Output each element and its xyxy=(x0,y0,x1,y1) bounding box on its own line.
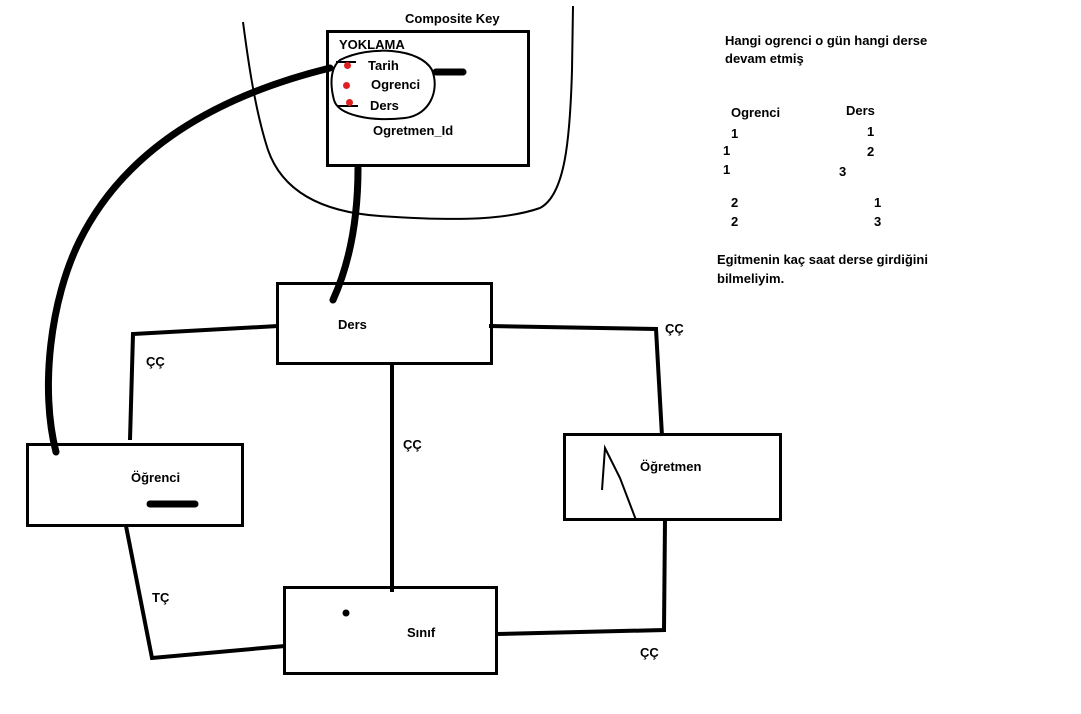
ders-entity xyxy=(276,282,493,365)
table-cell-ders-row5: 3 xyxy=(874,214,882,229)
ders-ogretmen-line xyxy=(488,324,664,437)
sinif-dot xyxy=(342,609,350,617)
table-cell-ogrenci-row3: 1 xyxy=(723,162,731,177)
table-header-ogrenci: Ogrenci xyxy=(731,105,781,120)
note-question-line-2: devam etmiş xyxy=(725,51,804,66)
yoklama-field-ders: Ders xyxy=(370,98,399,113)
ogrenci-ders-line xyxy=(128,324,279,441)
composite-key-label: Composite Key xyxy=(405,11,500,26)
ogretmen-scribble xyxy=(601,444,637,521)
yoklama-title: YOKLAMA xyxy=(339,37,405,52)
key-marker-ders xyxy=(346,99,353,106)
composite-key-circle xyxy=(330,49,436,121)
ogrenci-yoklama-connector xyxy=(44,64,334,456)
key-marker-ogrenci xyxy=(343,82,350,89)
ders-label: Ders xyxy=(338,317,367,332)
relation-label-ogrenci-ders: ÇÇ xyxy=(146,354,165,369)
ogretmen-label: Öğretmen xyxy=(640,459,702,474)
ogrenci-label: Öğrenci xyxy=(131,470,181,485)
table-cell-ders-row3: 3 xyxy=(839,164,847,179)
yoklama-ders-connector xyxy=(329,164,362,304)
note-question-line-1: Hangi ogrenci o gün hangi derse xyxy=(725,33,928,48)
sinif-entity xyxy=(283,586,498,675)
sinif-label: Sınıf xyxy=(407,625,436,640)
key-marker-tarih xyxy=(344,62,351,69)
relation-label-ders-sinif: ÇÇ xyxy=(403,437,422,452)
yoklama-field-ogrenci: Ogrenci xyxy=(371,77,421,92)
table-cell-ders-row4: 1 xyxy=(874,195,882,210)
relation-label-ders-ogretmen: ÇÇ xyxy=(665,321,684,336)
note-remark-line-1: Egitmenin kaç saat derse girdiğini xyxy=(717,252,928,267)
table-cell-ders-row1: 1 xyxy=(867,124,875,139)
yoklama-outline-curve xyxy=(242,5,574,220)
relation-label-ogretmen-sinif: ÇÇ xyxy=(640,645,659,660)
yoklama-entity xyxy=(326,30,530,167)
table-cell-ogrenci-row2: 1 xyxy=(723,143,731,158)
table-cell-ogrenci-row1: 1 xyxy=(731,126,739,141)
yoklama-field-tarih: Tarih xyxy=(368,58,399,73)
table-cell-ders-row2: 2 xyxy=(867,144,875,159)
table-cell-ogrenci-row5: 2 xyxy=(731,214,739,229)
table-cell-ogrenci-row4: 2 xyxy=(731,195,739,210)
ogretmen-sinif-line xyxy=(496,518,667,636)
relation-label-ogrenci-sinif: TÇ xyxy=(152,590,170,605)
ogrenci-sinif-line xyxy=(124,525,286,661)
table-header-ders: Ders xyxy=(846,103,875,118)
ogretmen-entity xyxy=(563,433,782,521)
yoklama-field-ogretmen-id: Ogretmen_Id xyxy=(373,123,454,138)
note-remark-line-2: bilmeliyim. xyxy=(717,271,785,286)
ogrenci-entity xyxy=(26,443,244,527)
